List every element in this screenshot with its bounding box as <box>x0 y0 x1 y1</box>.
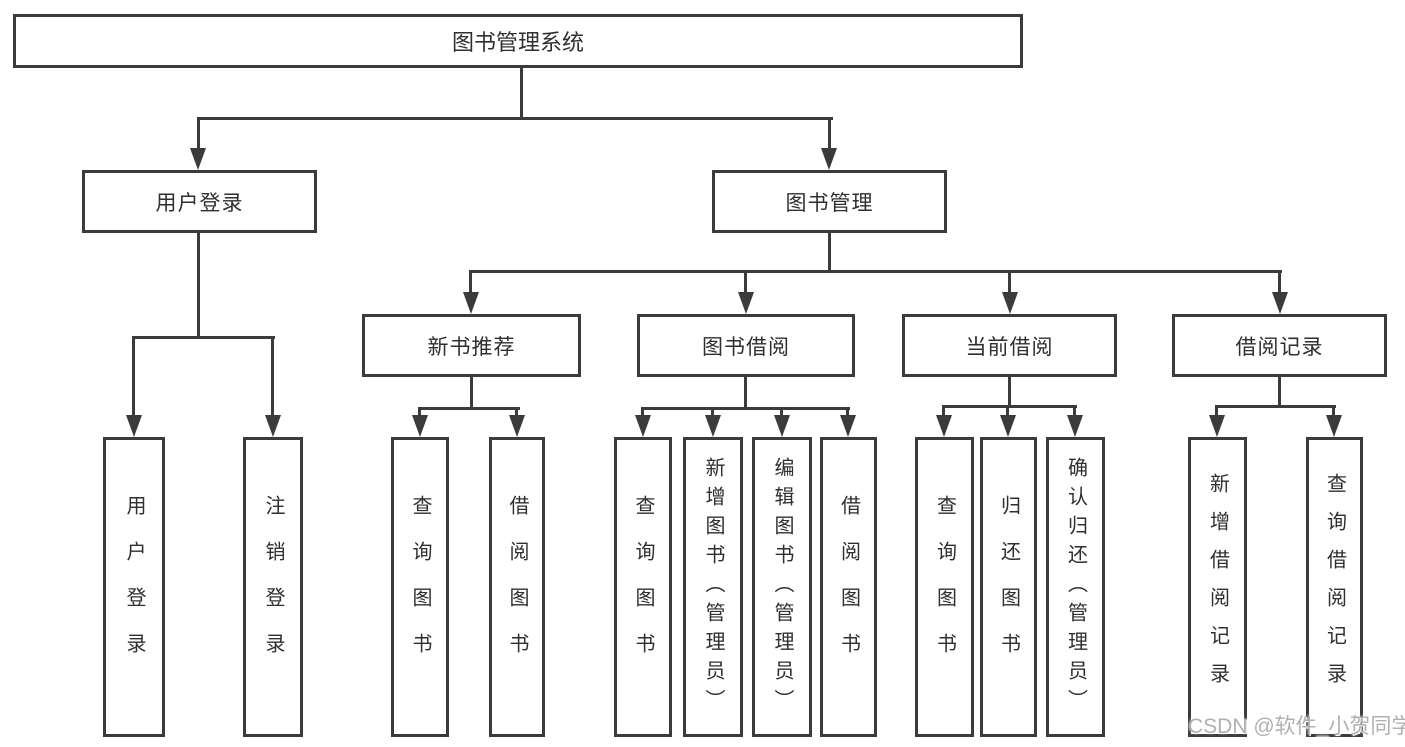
connector-line <box>469 270 472 294</box>
connector-line <box>418 407 421 419</box>
arrow-down-icon <box>738 292 754 314</box>
leaf-query-borrow-record: 查询借阅记录 <box>1306 437 1363 737</box>
connector-line <box>1332 405 1335 419</box>
leaf-user-login: 用户登录 <box>103 437 165 737</box>
node-label: 归还图书 <box>997 495 1020 679</box>
arrow-down-icon <box>265 415 281 437</box>
arrow-down-icon <box>126 415 142 437</box>
connector-line <box>469 270 1282 273</box>
connector-line <box>197 233 200 336</box>
connector-line <box>1008 377 1011 405</box>
node-label: 新增借阅记录 <box>1206 473 1229 701</box>
node-label: 借阅记录 <box>1235 335 1324 359</box>
node-label: 借阅图书 <box>837 495 860 679</box>
connector-line <box>1215 405 1336 408</box>
connector-line <box>1008 270 1011 294</box>
node-label: 借阅图书 <box>506 495 528 679</box>
connector-line <box>515 407 518 419</box>
connector-line <box>418 407 520 410</box>
leaf-confirm-return-admin: 确认归还（管理员） <box>1046 437 1105 737</box>
arrow-down-icon <box>821 148 837 170</box>
connector-line <box>271 336 274 416</box>
leaf-query-books: 查询图书 <box>391 437 449 737</box>
arrow-down-icon <box>1326 415 1342 437</box>
connector-line <box>744 377 747 407</box>
connector-line <box>828 117 831 150</box>
arrow-down-icon <box>1272 292 1288 314</box>
leaf-query-books: 查询图书 <box>614 437 672 737</box>
connector-line <box>641 407 644 419</box>
csdn-watermark: CSDN @软件_小贺同学 <box>1188 715 1405 738</box>
connector-line <box>780 407 783 419</box>
arrow-down-icon <box>463 292 479 314</box>
arrow-down-icon <box>509 415 525 437</box>
leaf-add-borrow-record: 新增借阅记录 <box>1188 437 1247 737</box>
arrow-down-icon <box>1067 415 1083 437</box>
node-label: 确认归还（管理员） <box>1064 456 1087 718</box>
connector-line <box>641 407 850 410</box>
node-label: 编辑图书（管理员） <box>771 456 793 718</box>
node-label: 查询借阅记录 <box>1323 473 1346 701</box>
node-library-management-system: 图书管理系统 <box>13 14 1023 68</box>
connector-line <box>1278 377 1281 405</box>
connector-line <box>1073 405 1076 419</box>
node-label: 查询图书 <box>409 495 431 679</box>
connector-line <box>197 117 200 150</box>
connector-line <box>942 405 1077 408</box>
connector-line <box>846 407 849 419</box>
node-label: 用户登录 <box>155 191 244 215</box>
arrow-down-icon <box>1209 415 1225 437</box>
arrow-down-icon <box>1002 292 1018 314</box>
connector-line <box>711 407 714 419</box>
node-label: 查询图书 <box>632 495 654 679</box>
connector-line <box>520 68 523 117</box>
node-current-borrow: 当前借阅 <box>902 314 1117 377</box>
node-label: 图书管理 <box>785 191 874 215</box>
leaf-borrow-books: 借阅图书 <box>489 437 545 737</box>
node-label: 注销登录 <box>262 495 284 679</box>
node-borrow-records: 借阅记录 <box>1172 314 1387 377</box>
connector-line <box>744 270 747 294</box>
node-label: 图书管理系统 <box>451 30 584 55</box>
connector-line <box>132 336 135 416</box>
arrow-down-icon <box>635 415 651 437</box>
node-book-borrow: 图书借阅 <box>637 314 855 377</box>
connector-line <box>828 233 831 270</box>
connector-line <box>1006 405 1009 419</box>
leaf-borrow-books: 借阅图书 <box>820 437 877 737</box>
connector-line <box>942 405 945 419</box>
connector-line <box>132 336 275 339</box>
node-label: 用户登录 <box>123 495 145 679</box>
connector-line <box>470 377 473 407</box>
node-label: 新增图书（管理员） <box>702 456 724 718</box>
connector-line <box>1278 270 1281 294</box>
leaf-logout: 注销登录 <box>243 437 303 737</box>
node-label: 新书推荐 <box>427 335 516 359</box>
connector-line <box>197 117 833 120</box>
arrow-down-icon <box>190 148 206 170</box>
leaf-return-books: 归还图书 <box>980 437 1037 737</box>
node-book-management: 图书管理 <box>712 170 947 233</box>
node-label: 查询图书 <box>933 495 956 679</box>
arrow-down-icon <box>936 415 952 437</box>
node-user-login: 用户登录 <box>82 170 317 233</box>
arrow-down-icon <box>1000 415 1016 437</box>
leaf-query-books: 查询图书 <box>915 437 974 737</box>
node-label: 图书借阅 <box>702 335 790 359</box>
arrow-down-icon <box>705 415 721 437</box>
arrow-down-icon <box>412 415 428 437</box>
arrow-down-icon <box>840 415 856 437</box>
leaf-add-books-admin: 新增图书（管理员） <box>683 437 743 737</box>
arrow-down-icon <box>774 415 790 437</box>
connector-line <box>1215 405 1218 419</box>
leaf-edit-books-admin: 编辑图书（管理员） <box>752 437 812 737</box>
node-label: 当前借阅 <box>965 335 1054 359</box>
node-new-book-recommend: 新书推荐 <box>362 314 581 377</box>
